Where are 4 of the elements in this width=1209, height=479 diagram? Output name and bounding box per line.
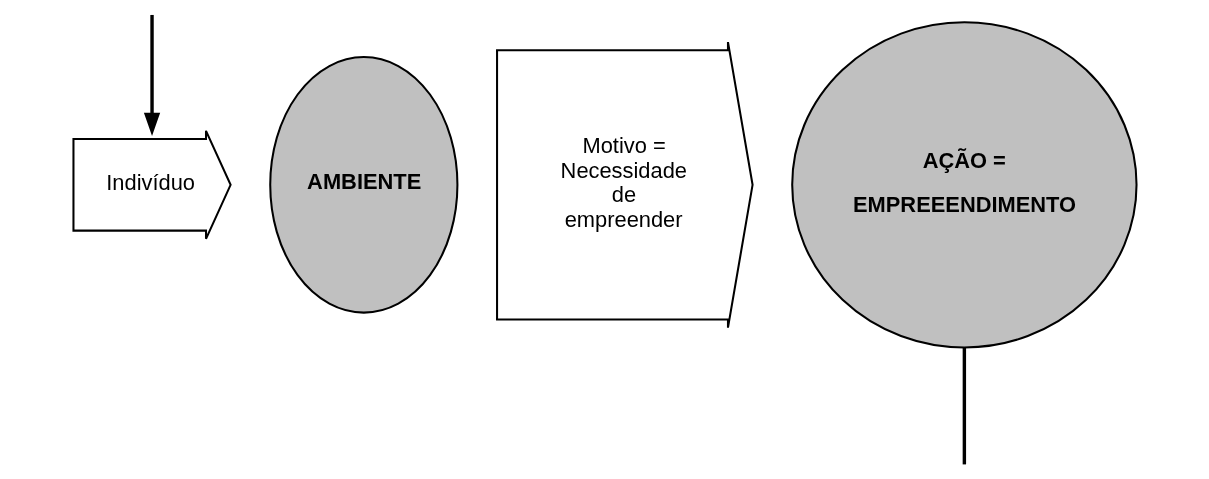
connector (962, 347, 966, 465)
arrow (143, 14, 160, 136)
node-ellipse: AMBIENTE (268, 56, 458, 314)
node-circle: AÇÃO = EMPREEENDIMENTO (790, 21, 1138, 349)
